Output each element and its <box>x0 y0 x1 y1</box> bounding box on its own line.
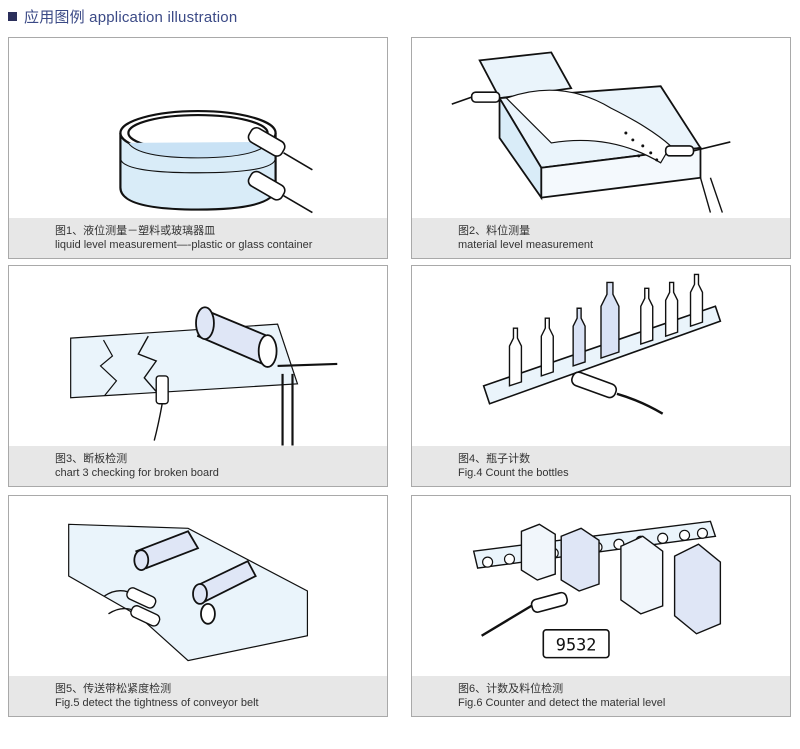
carton-counter-illustration: 9532 <box>412 496 790 676</box>
panel-broken-board: 图3、断板检测 chart 3 checking for broken boar… <box>8 265 388 487</box>
broken-board-illustration <box>9 266 387 446</box>
caption-en: Fig.5 detect the tightness of conveyor b… <box>55 696 387 710</box>
caption-cn: 图1、液位测量－塑料或玻璃器皿 <box>55 224 387 238</box>
caption-en: Fig.4 Count the bottles <box>458 466 790 480</box>
caption-cn: 图3、断板检测 <box>55 452 387 466</box>
counter-display-digits: 9532 <box>556 635 597 655</box>
caption-cn: 图2、料位测量 <box>458 224 790 238</box>
panel-liquid-level: 图1、液位测量－塑料或玻璃器皿 liquid level measurement… <box>8 37 388 259</box>
belt-tightness-illustration <box>9 496 387 676</box>
caption: 图1、液位测量－塑料或玻璃器皿 liquid level measurement… <box>9 218 387 258</box>
caption-en: material level measurement <box>458 238 790 252</box>
section-header: 应用图例 application illustration <box>8 6 237 26</box>
material-hopper-illustration <box>412 38 790 218</box>
caption: 图2、料位测量 material level measurement <box>412 218 790 258</box>
panel-belt-tightness: 图5、传送带松紧度检测 Fig.5 detect the tightness o… <box>8 495 388 717</box>
panel-bottle-count: 图4、瓶子计数 Fig.4 Count the bottles <box>411 265 791 487</box>
bullet-square-icon <box>8 12 17 21</box>
caption-cn: 图5、传送带松紧度检测 <box>55 682 387 696</box>
caption-en: chart 3 checking for broken board <box>55 466 387 480</box>
caption: 图3、断板检测 chart 3 checking for broken boar… <box>9 446 387 486</box>
caption-en: Fig.6 Counter and detect the material le… <box>458 696 790 710</box>
caption-cn: 图6、计数及料位检测 <box>458 682 790 696</box>
caption: 图5、传送带松紧度检测 Fig.5 detect the tightness o… <box>9 676 387 716</box>
caption-cn: 图4、瓶子计数 <box>458 452 790 466</box>
bottle-conveyor-illustration <box>412 266 790 446</box>
panel-counter-material: 9532 图6、计数及料位检测 Fig.6 Counter and detect… <box>411 495 791 717</box>
caption: 图4、瓶子计数 Fig.4 Count the bottles <box>412 446 790 486</box>
section-title: 应用图例 application illustration <box>24 6 237 27</box>
caption-en: liquid level measurement—-plastic or gla… <box>55 238 387 252</box>
caption: 图6、计数及料位检测 Fig.6 Counter and detect the … <box>412 676 790 716</box>
panel-material-level: 图2、料位测量 material level measurement <box>411 37 791 259</box>
liquid-container-illustration <box>9 38 387 218</box>
